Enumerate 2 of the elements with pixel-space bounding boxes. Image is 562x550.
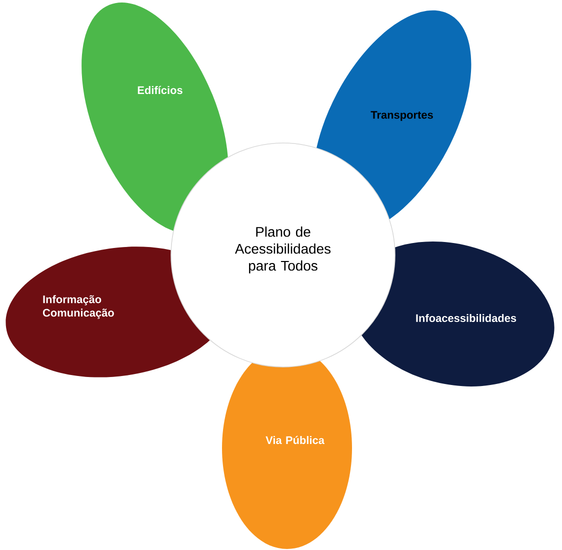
petal: Edifícios [82,2,228,234]
petal: Via Pública [222,347,352,549]
